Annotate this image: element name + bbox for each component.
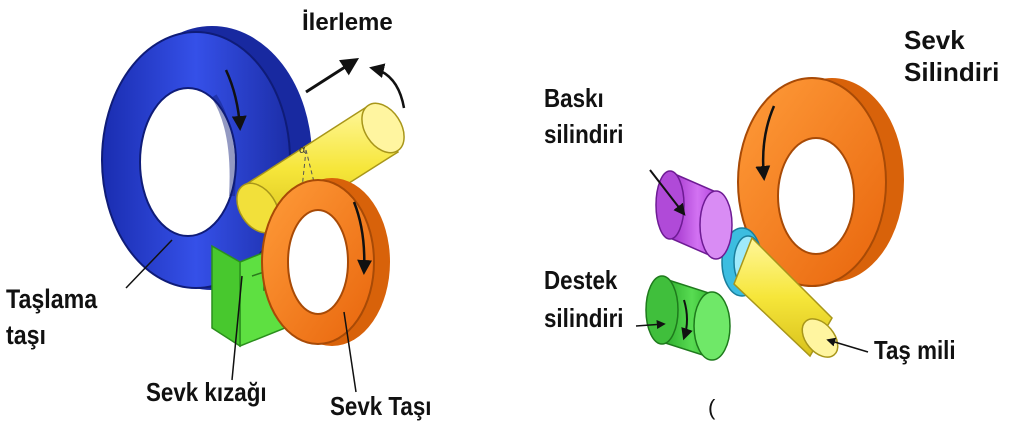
feed-wheel [262,178,390,346]
feed-wheel-label: Sevk Taşı [330,392,432,421]
feed-slide-label: Sevk kızağı [146,378,267,407]
angle-label: α [299,144,305,156]
pressure-roller-label-line2: silindiri [544,120,624,149]
grinding-wheel-label-line1: Taşlama [6,284,97,314]
grinding-wheel-label-line2: taşı [6,320,46,350]
pressure-roller-label-line1: Baskı [544,84,604,113]
support-roller-label-line2: silindiri [544,304,624,333]
feed-label: İlerleme [302,10,393,37]
stray-mark: ( [708,396,715,421]
wheel-spindle-label: Taş mili [874,336,956,365]
pressure-roller [650,170,732,259]
feed-roller-label-line2: Silindiri [904,58,999,87]
support-roller [636,276,730,360]
support-roller-label-line1: Destek [544,266,617,295]
feed-roller-label-line1: Sevk [904,26,965,55]
